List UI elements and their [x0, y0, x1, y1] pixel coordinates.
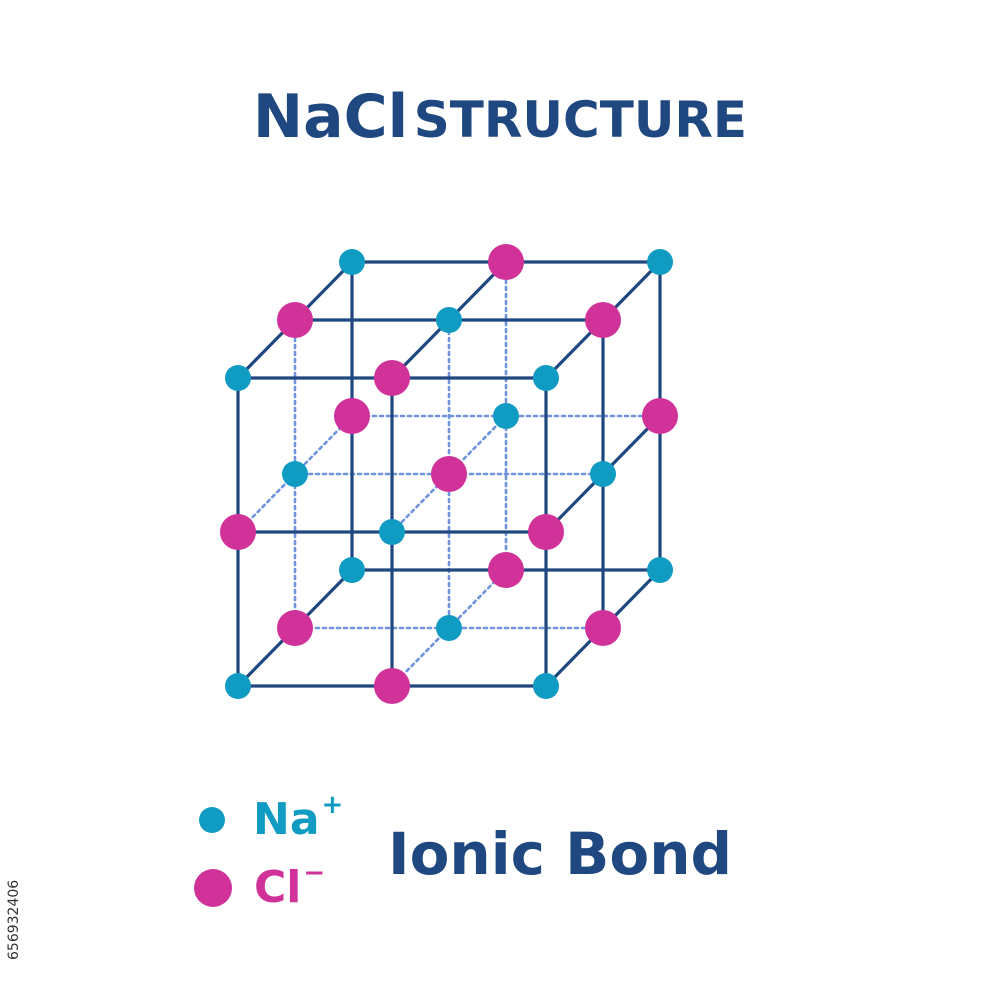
title-word: STRUCTURE: [413, 91, 748, 149]
na-ion: [436, 615, 462, 641]
legend-na-label: Na+: [253, 790, 344, 845]
na-ion: [436, 307, 462, 333]
bond-line-z: [390, 472, 451, 534]
cl-ion: [374, 668, 410, 704]
na-ion-icon: [199, 807, 225, 833]
legend-na: Na+: [199, 790, 344, 845]
na-ion: [282, 461, 308, 487]
bond-line-z: [447, 568, 508, 630]
na-ion: [493, 403, 519, 429]
na-ion: [225, 365, 251, 391]
cl-ion: [528, 514, 564, 550]
legend-cl: Cl−: [194, 858, 326, 913]
bond-line-z: [293, 414, 354, 476]
na-ion: [647, 249, 673, 275]
side-id-text: 656932406: [6, 879, 22, 960]
cl-ion: [642, 398, 678, 434]
na-ion: [590, 461, 616, 487]
na-ion: [533, 365, 559, 391]
na-ion: [225, 673, 251, 699]
na-ion: [339, 249, 365, 275]
cl-ion: [431, 456, 467, 492]
cl-ion: [220, 514, 256, 550]
cl-ion-icon: [194, 869, 232, 907]
cl-ion: [277, 610, 313, 646]
cl-ion: [277, 302, 313, 338]
na-ion: [533, 673, 559, 699]
legend-cl-label: Cl−: [254, 858, 326, 913]
cl-ion: [334, 398, 370, 434]
na-ion: [379, 519, 405, 545]
na-ion: [647, 557, 673, 583]
page-title: NaCl STRUCTURE: [0, 82, 1000, 152]
title-formula: NaCl: [252, 82, 409, 152]
bond-type-label: Ionic Bond: [388, 820, 733, 888]
cl-ion: [585, 610, 621, 646]
cl-ion: [488, 552, 524, 588]
na-ion: [339, 557, 365, 583]
cl-ion: [488, 244, 524, 280]
cl-ion: [585, 302, 621, 338]
cl-ion: [374, 360, 410, 396]
